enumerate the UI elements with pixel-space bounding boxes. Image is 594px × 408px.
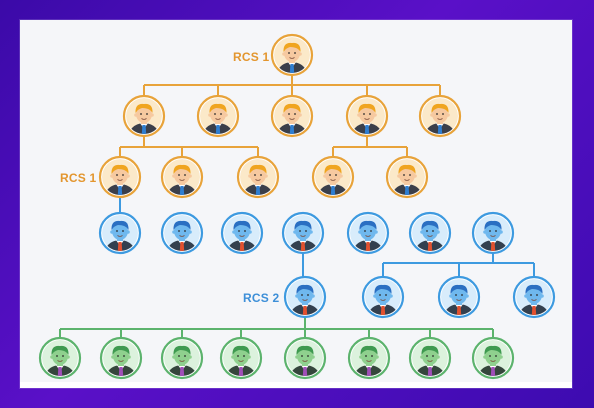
person-avatar-icon bbox=[408, 211, 452, 255]
person-avatar-icon bbox=[408, 336, 452, 380]
person-avatar-icon bbox=[220, 211, 264, 255]
person-avatar-icon bbox=[471, 336, 515, 380]
person-avatar-icon bbox=[160, 211, 204, 255]
person-avatar-icon bbox=[98, 211, 142, 255]
referral-tree-diagram bbox=[38, 33, 556, 380]
rcs-label-second: RCS 1 bbox=[60, 171, 97, 185]
person-avatar-icon bbox=[385, 155, 429, 199]
person-avatar-icon bbox=[361, 275, 405, 319]
rcs-label-top: RCS 1 bbox=[233, 50, 270, 64]
person-avatar-icon bbox=[471, 211, 515, 255]
person-avatar-icon bbox=[346, 211, 390, 255]
org-chart-canvas: RCS 1 RCS 1 RCS 2 bbox=[20, 20, 572, 388]
person-avatar-icon bbox=[512, 275, 556, 319]
person-avatar-icon bbox=[345, 94, 389, 138]
person-avatar-icon bbox=[236, 155, 280, 199]
person-avatar-icon bbox=[270, 33, 314, 77]
person-avatar-icon bbox=[437, 275, 481, 319]
person-avatar-icon bbox=[160, 155, 204, 199]
person-avatar-icon bbox=[281, 211, 325, 255]
person-avatar-icon bbox=[347, 336, 391, 380]
person-avatar-icon bbox=[160, 336, 204, 380]
person-avatar-icon bbox=[311, 155, 355, 199]
person-avatar-icon bbox=[270, 94, 314, 138]
person-avatar-icon bbox=[38, 336, 82, 380]
person-avatar-icon bbox=[122, 94, 166, 138]
person-avatar-icon bbox=[418, 94, 462, 138]
connector-lines bbox=[59, 75, 535, 338]
person-avatar-icon bbox=[283, 336, 327, 380]
rcs-label-third: RCS 2 bbox=[243, 291, 280, 305]
person-avatar-icon bbox=[99, 336, 143, 380]
person-avatar-icon bbox=[98, 155, 142, 199]
avatar-nodes bbox=[38, 33, 556, 380]
person-avatar-icon bbox=[196, 94, 240, 138]
person-avatar-icon bbox=[283, 275, 327, 319]
person-avatar-icon bbox=[219, 336, 263, 380]
